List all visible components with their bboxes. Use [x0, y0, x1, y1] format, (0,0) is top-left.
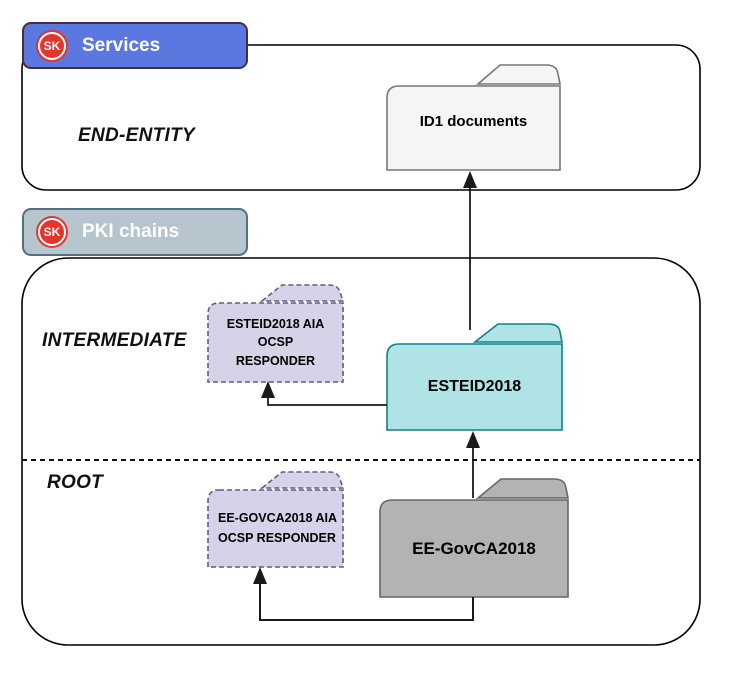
arrow-esteid-to-aia-ocsp: [261, 381, 387, 406]
folder-esteid2018-label: ESTEID2018: [427, 378, 522, 395]
folder-govca-aia-ocsp-label-line1: EE-GOVCA2018 AIA: [218, 511, 338, 526]
folder-ee-govca2018-body: [379, 499, 569, 598]
tier-label-root: ROOT: [47, 472, 104, 493]
folder-esteid-aia-ocsp-body: [207, 302, 344, 383]
folder-id1-documents-body: [386, 85, 561, 171]
services-tag: SK Services: [22, 22, 248, 69]
pki-chains-container: [21, 257, 701, 646]
arrow-esteid-to-id1: [463, 171, 477, 330]
folder-esteid-aia-ocsp-tab: [259, 284, 345, 302]
sk-logo-text: SK: [43, 225, 61, 239]
folder-esteid2018: [386, 323, 563, 431]
arrow-govca-to-esteid: [466, 431, 480, 498]
folder-esteid2018-body: [386, 343, 563, 431]
folder-id1-documents: [386, 64, 561, 171]
folder-id1-documents-label: ID1 documents: [419, 112, 528, 130]
folder-esteid-aia-ocsp-label-line1: ESTEID2018 AIA: [226, 317, 325, 332]
folder-ee-govca2018: [379, 478, 569, 598]
folder-govca-aia-ocsp: [207, 471, 345, 568]
pki-chains-tag: SK PKI chains: [22, 208, 248, 256]
folder-govca-aia-ocsp-tab: [259, 471, 345, 489]
folder-esteid2018-tab: [472, 323, 563, 343]
folder-ee-govca2018-label: EE-GovCA2018: [412, 538, 536, 558]
folder-ee-govca2018-tab: [475, 478, 569, 499]
sk-logo-icon: SK: [36, 29, 68, 62]
folder-esteid-aia-ocsp-label-line2: OCSP: [257, 335, 294, 350]
arrow-govca-to-aia-ocsp: [253, 567, 474, 621]
folder-govca-aia-ocsp-body: [207, 489, 344, 568]
folder-esteid-aia-ocsp-label-line3: RESPONDER: [235, 353, 316, 368]
folder-govca-aia-ocsp-label-line2: OCSP RESPONDER: [218, 530, 336, 545]
tier-label-end-entity: END-ENTITY: [78, 125, 195, 146]
folder-esteid-aia-ocsp: [207, 284, 345, 383]
services-tag-label: Services: [82, 34, 161, 56]
folder-govca-aia-ocsp-label: EE-GOVCA2018 AIA OCSP RESPONDER: [208, 490, 343, 567]
pki-chains-tag-label: PKI chains: [82, 221, 180, 242]
folder-id1-documents-tab: [475, 64, 561, 85]
tier-label-intermediate: INTERMEDIATE: [42, 330, 187, 351]
folder-esteid-aia-ocsp-label: ESTEID2018 AIA OCSP RESPONDER: [208, 303, 343, 382]
sk-logo-icon: SK: [36, 216, 68, 248]
sk-logo-text: SK: [43, 38, 61, 53]
